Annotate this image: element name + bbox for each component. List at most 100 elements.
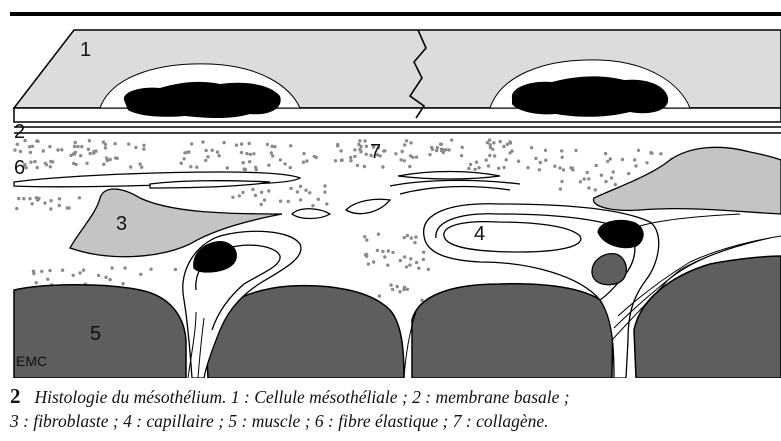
collagen-dot (614, 183, 617, 186)
collagen-dot (659, 152, 662, 155)
collagen-dot (263, 198, 266, 201)
collagen-dot (129, 165, 132, 168)
collagen-dot (267, 164, 270, 167)
collagen-dot (377, 233, 380, 236)
collagen-dot (304, 189, 307, 192)
collagen-dot (195, 166, 198, 169)
collagen-dot (604, 180, 607, 183)
collagen-dot (19, 150, 22, 153)
collagen-dot (249, 153, 252, 156)
collagen-dot (85, 162, 88, 165)
collagen-dot (325, 202, 328, 205)
collagen-dot (254, 194, 257, 197)
collagen-dot (217, 154, 220, 157)
collagen-dot (49, 207, 52, 210)
collagen-dot (323, 184, 326, 187)
collagen-dot (138, 162, 141, 165)
collagen-dot (633, 158, 636, 161)
collagen-dot (245, 152, 248, 155)
collagen-dot (46, 278, 49, 281)
collagen-dot (255, 168, 258, 171)
collagen-dot (415, 155, 418, 158)
collagen-dot (183, 151, 186, 154)
collagen-dot (398, 290, 401, 293)
collagen-dot (302, 161, 305, 164)
collagen-dot (430, 146, 433, 149)
collagen-dot (56, 148, 59, 151)
caption-line-1: 2Histologie du mésothélium. 1 : Cellule … (10, 384, 776, 409)
collagen-dot (29, 151, 32, 154)
collagen-dot (80, 145, 83, 148)
collagen-dot (49, 165, 52, 168)
collagen-dot (149, 268, 152, 271)
collagen-dot (378, 294, 381, 297)
collagen-dot (413, 241, 416, 244)
collagen-dot (206, 155, 209, 158)
collagen-dot (645, 161, 648, 164)
label-2: 2 (14, 121, 25, 143)
collagen-dot (435, 149, 438, 152)
collagen-dot (401, 150, 404, 153)
collagen-dot (493, 154, 496, 157)
collagen-dot (353, 155, 356, 158)
collagen-dot (273, 145, 276, 148)
collagen-dot (539, 161, 542, 164)
collagen-dot (410, 236, 413, 239)
collagen-dot (283, 162, 286, 165)
collagen-dot (583, 177, 586, 180)
collagen-dot (604, 152, 607, 155)
collagen-dot (363, 165, 366, 168)
collagen-dot (612, 170, 615, 173)
collagen-dot (92, 151, 95, 154)
collagen-dot (349, 159, 352, 162)
collagen-dot (499, 140, 502, 143)
collagen-dot (650, 152, 653, 155)
collagen-dot (305, 159, 308, 162)
collagen-dot (61, 269, 64, 272)
collagen-dot (363, 139, 366, 142)
collagen-dot (267, 189, 270, 192)
fibroblast-right (593, 147, 781, 214)
collagen-dot (538, 168, 541, 171)
collagen-dot (394, 152, 397, 155)
collagen-dot (311, 204, 314, 207)
collagen-dot (595, 164, 598, 167)
collagen-dot (15, 207, 18, 210)
collagen-dot (469, 163, 472, 166)
muscle-blocks (14, 256, 781, 378)
collagen-dot (106, 159, 109, 162)
collagen-dot (553, 165, 556, 168)
collagen-dot (406, 234, 409, 237)
collagen-dot (174, 268, 177, 271)
collagen-dot (415, 261, 418, 264)
collagen-dot (323, 190, 326, 193)
collagen-dot (79, 154, 82, 157)
collagen-dot (74, 163, 77, 166)
collagen-dot (78, 196, 81, 199)
collagen-dot (353, 148, 356, 151)
label-5: 5 (90, 323, 101, 345)
collagen-dot (104, 146, 107, 149)
collagen-dot (299, 198, 302, 201)
collagen-dot (271, 154, 274, 157)
collagen-dot (403, 159, 406, 162)
collagen-dot (381, 165, 384, 168)
collagen-dot (422, 258, 425, 261)
collagen-dot (562, 168, 565, 171)
collagen-dot (201, 140, 204, 143)
collagen-dot (270, 151, 273, 154)
nucleus-right (512, 76, 668, 116)
collagen-dot (244, 168, 247, 171)
collagen-dot (508, 151, 511, 154)
collagen-dot (266, 143, 269, 146)
collagen-dot (248, 160, 251, 163)
collagen-dot (488, 154, 491, 157)
collagen-dot (477, 166, 480, 169)
collagen-dot (367, 262, 370, 265)
collagen-dot (621, 158, 624, 161)
collagen-dot (489, 146, 492, 149)
collagen-dot (87, 148, 90, 151)
collagen-dot (260, 203, 263, 206)
collagen-dot (102, 163, 105, 166)
collagen-dot (627, 172, 630, 175)
